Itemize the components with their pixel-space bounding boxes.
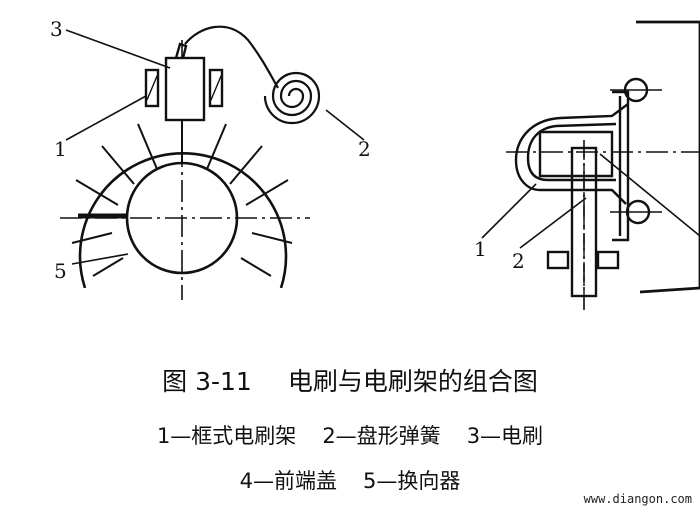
- left-view: [60, 25, 365, 300]
- mounting-bracket: [610, 77, 662, 242]
- front-end-cover: [636, 20, 700, 294]
- spiral-spring: [184, 25, 321, 125]
- right-leader-lines: [481, 183, 587, 249]
- callout-right-2: 2: [512, 249, 525, 273]
- commutator: [71, 115, 293, 288]
- callout-2: 2: [358, 137, 371, 161]
- legend-item-front-end-cover: 4—前端盖: [239, 469, 337, 493]
- figure-title: 电刷与电刷架的组合图: [287, 367, 538, 396]
- right-view: [481, 20, 700, 310]
- frame-brush-holder: [144, 68, 224, 108]
- figure-number: 图 3-11: [162, 367, 252, 396]
- commutator-segments: [71, 115, 293, 277]
- brush-section: [546, 146, 620, 298]
- figure-caption: 图 3-11 电刷与电刷架的组合图: [0, 362, 700, 398]
- legend-item-spiral-spring: 2—盘形弹簧: [322, 424, 441, 448]
- watermark: www.diangon.com: [583, 492, 692, 506]
- brush-holder-section: [514, 103, 629, 205]
- legend-line-1: 1—框式电刷架 2—盘形弹簧 3—电刷: [0, 420, 700, 450]
- legend-item-brush: 3—电刷: [466, 424, 544, 448]
- right-center-lines: [506, 140, 700, 310]
- left-leader-lines: [65, 29, 365, 265]
- legend-item-frame-brush-holder: 1—框式电刷架: [156, 424, 297, 448]
- callout-right-1: 1: [474, 237, 487, 261]
- callout-3: 3: [50, 17, 63, 41]
- legend-line-2: 4—前端盖 5—换向器: [0, 465, 700, 495]
- legend-item-commutator: 5—换向器: [363, 469, 461, 493]
- callout-1: 1: [54, 137, 67, 161]
- callout-5: 5: [54, 259, 67, 283]
- brush: [164, 42, 206, 122]
